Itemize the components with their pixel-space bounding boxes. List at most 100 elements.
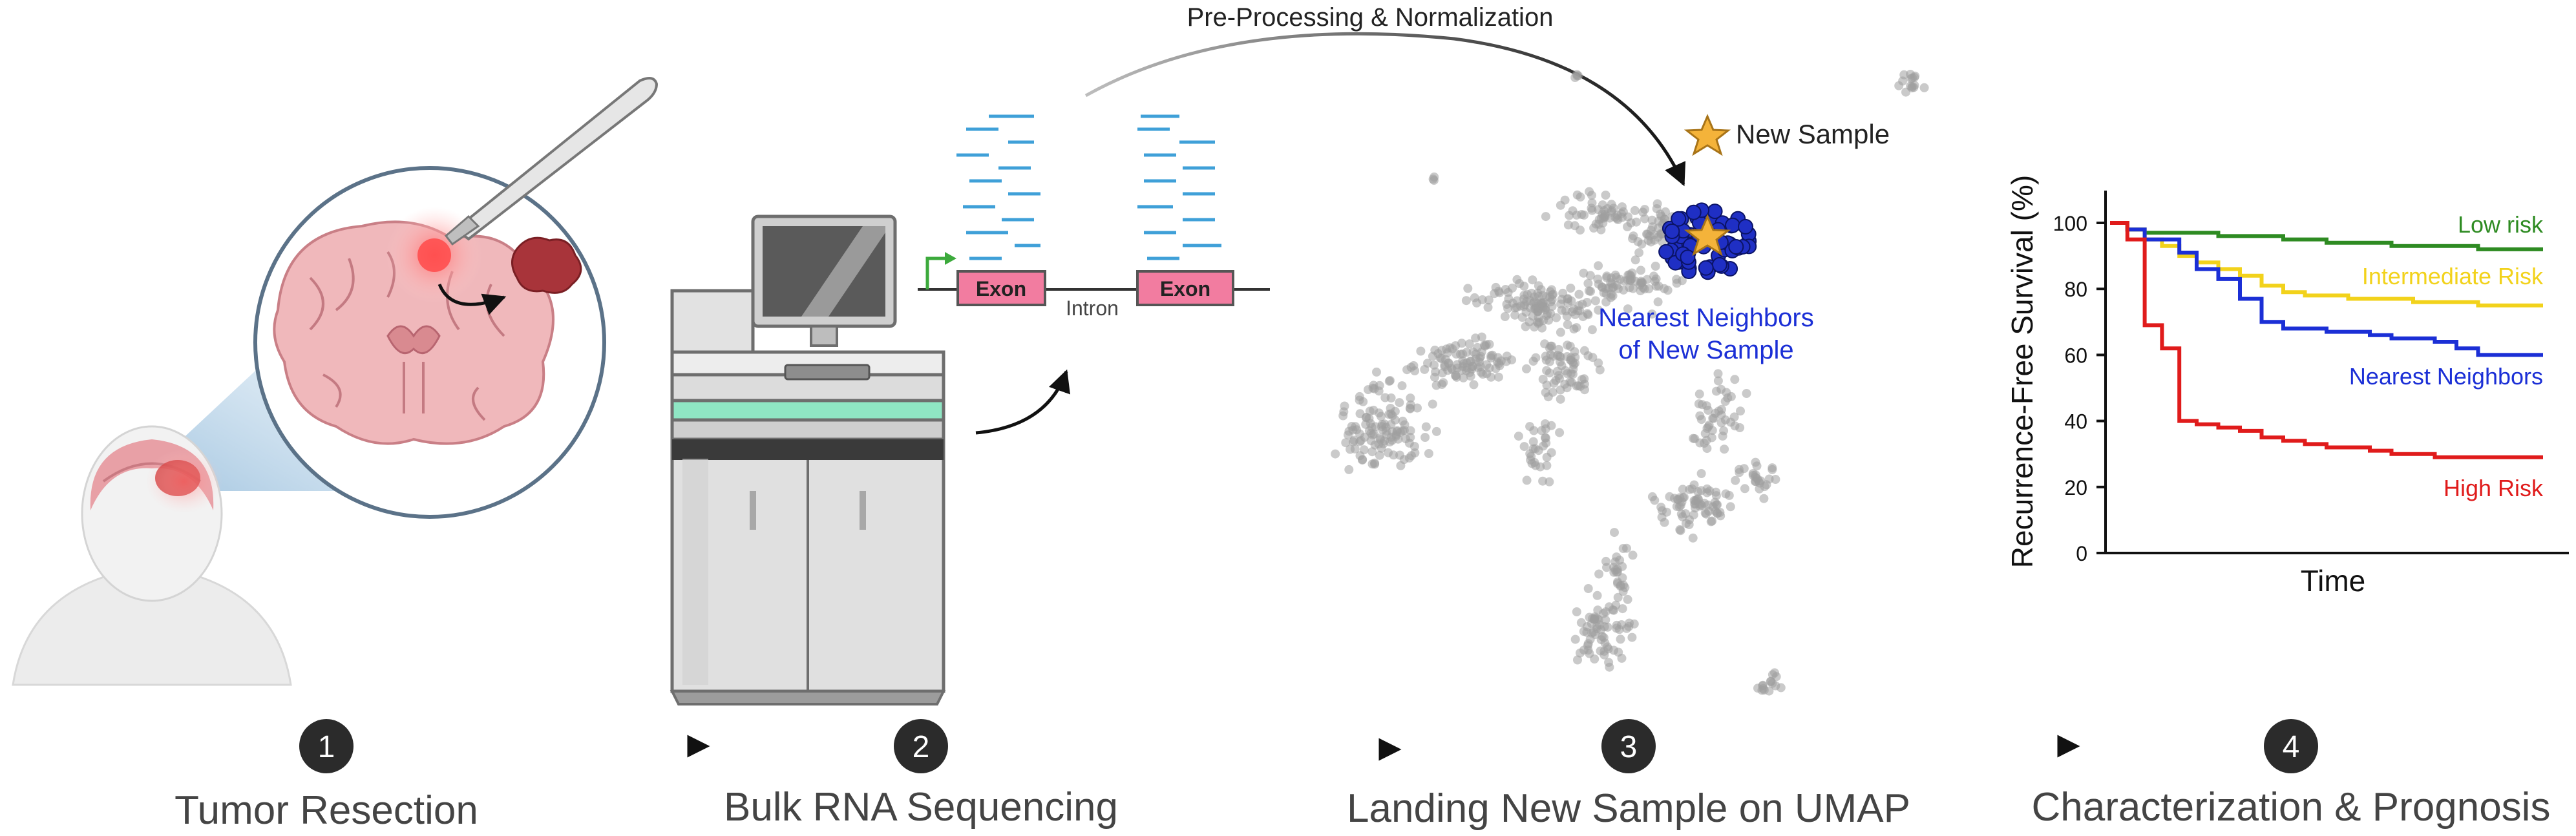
x-axis-title: Time <box>2301 564 2366 598</box>
umap-point <box>1526 288 1536 298</box>
umap-point <box>1572 70 1581 79</box>
brain-coronal-icon <box>273 220 554 445</box>
umap-point <box>1607 206 1616 215</box>
umap-point <box>1651 262 1660 271</box>
preprocessing-arrow <box>1084 32 1686 187</box>
nearest-neighbor-point <box>1671 211 1687 227</box>
umap-point <box>1594 569 1604 579</box>
step-4: 4 Characterization & Prognosis <box>2032 719 2550 830</box>
step-1-number: 1 <box>318 730 335 764</box>
umap-point <box>1716 410 1726 420</box>
umap-point <box>1528 275 1537 285</box>
high-risk-curve <box>2110 221 2543 459</box>
reads-exon-1 <box>956 114 1040 260</box>
umap-point <box>1724 490 1734 500</box>
umap-point <box>1486 372 1496 382</box>
umap-point <box>1660 517 1669 527</box>
step-1-badge <box>299 719 354 773</box>
umap-point <box>1462 348 1472 357</box>
intermediate-risk-curve <box>2110 221 2543 308</box>
y-tick-label: 0 <box>2076 542 2087 565</box>
umap-point <box>1585 187 1594 196</box>
umap-point <box>1610 528 1619 538</box>
umap-point <box>1494 372 1503 382</box>
umap-point <box>1702 435 1711 445</box>
umap-point <box>1468 347 1478 357</box>
umap-point <box>1647 309 1657 319</box>
brain-zoom-circle <box>253 166 606 519</box>
umap-point <box>1542 461 1552 470</box>
umap-point <box>1541 433 1550 443</box>
umap-point <box>1545 368 1554 378</box>
low-risk-curve <box>2110 221 2543 251</box>
step-2-label: Bulk RNA Sequencing <box>724 785 1118 830</box>
umap-point <box>1341 438 1351 448</box>
umap-point <box>1435 353 1445 362</box>
umap-point <box>1431 381 1441 390</box>
y-axis-title: Recurrence-Free Survival (%) <box>2005 175 2039 568</box>
umap-point <box>1730 421 1740 431</box>
umap-point <box>1910 71 1920 81</box>
umap-point <box>1545 357 1554 366</box>
step-2: 2 Bulk RNA Sequencing <box>724 719 1118 830</box>
umap-point <box>1468 362 1477 371</box>
umap-point <box>1388 435 1397 445</box>
umap-point <box>1637 278 1647 287</box>
umap-point <box>1771 475 1780 484</box>
survival-chart: Recurrence-Free Survival (%) Time 020406… <box>2005 175 2569 598</box>
umap-point <box>1702 444 1712 454</box>
umap-point <box>1670 494 1679 503</box>
sequencer-machine-icon <box>670 214 946 705</box>
umap-point <box>1439 378 1448 388</box>
umap-point <box>1529 426 1539 435</box>
umap-point <box>1350 444 1360 454</box>
umap-point <box>1755 484 1764 494</box>
umap-point <box>1758 680 1768 690</box>
umap-point <box>1428 399 1437 409</box>
umap-point <box>1344 465 1354 474</box>
umap-point <box>1526 452 1536 461</box>
umap-point <box>1713 376 1723 386</box>
umap-point <box>1901 87 1910 97</box>
umap-point <box>1678 485 1687 494</box>
umap-point <box>1508 283 1517 293</box>
umap-point <box>1919 83 1929 92</box>
umap-point <box>1409 361 1419 370</box>
tumor-sample-icon <box>511 236 582 294</box>
exon-label-1: Exon <box>976 277 1026 300</box>
umap-point <box>1690 434 1700 443</box>
umap-point <box>1653 297 1663 307</box>
umap-point <box>1752 461 1762 471</box>
umap-point <box>1572 323 1581 333</box>
step-3-label: Landing New Sample on UMAP <box>1347 786 1910 831</box>
umap-point <box>1751 470 1760 480</box>
y-tick-label: 80 <box>2064 278 2087 301</box>
umap-point <box>1574 289 1584 299</box>
umap-point <box>1726 502 1735 512</box>
y-tick-label: 100 <box>2053 212 2087 235</box>
step-3-number: 3 <box>1620 730 1638 764</box>
umap-point <box>1476 351 1486 361</box>
umap-point <box>1594 279 1603 289</box>
umap-point <box>1420 364 1430 374</box>
umap-point <box>1610 270 1620 280</box>
umap-point <box>1459 373 1468 382</box>
umap-point <box>1437 346 1447 355</box>
umap-point <box>1603 622 1612 632</box>
umap-point <box>1539 316 1548 325</box>
umap-point <box>1521 322 1530 331</box>
umap-point <box>1660 284 1669 293</box>
umap-point <box>1522 475 1532 485</box>
umap-point <box>1364 426 1374 435</box>
umap-point <box>1380 393 1390 402</box>
umap-point <box>1565 211 1574 220</box>
exon-label-2: Exon <box>1160 277 1210 300</box>
umap-point <box>1592 590 1602 600</box>
umap-point <box>1366 419 1375 428</box>
umap-point <box>1444 359 1453 368</box>
umap-point <box>1751 477 1760 486</box>
umap-point <box>1636 286 1645 295</box>
exon-box-2 <box>1136 270 1234 306</box>
umap-point <box>1602 563 1611 572</box>
umap-point <box>1594 358 1603 368</box>
